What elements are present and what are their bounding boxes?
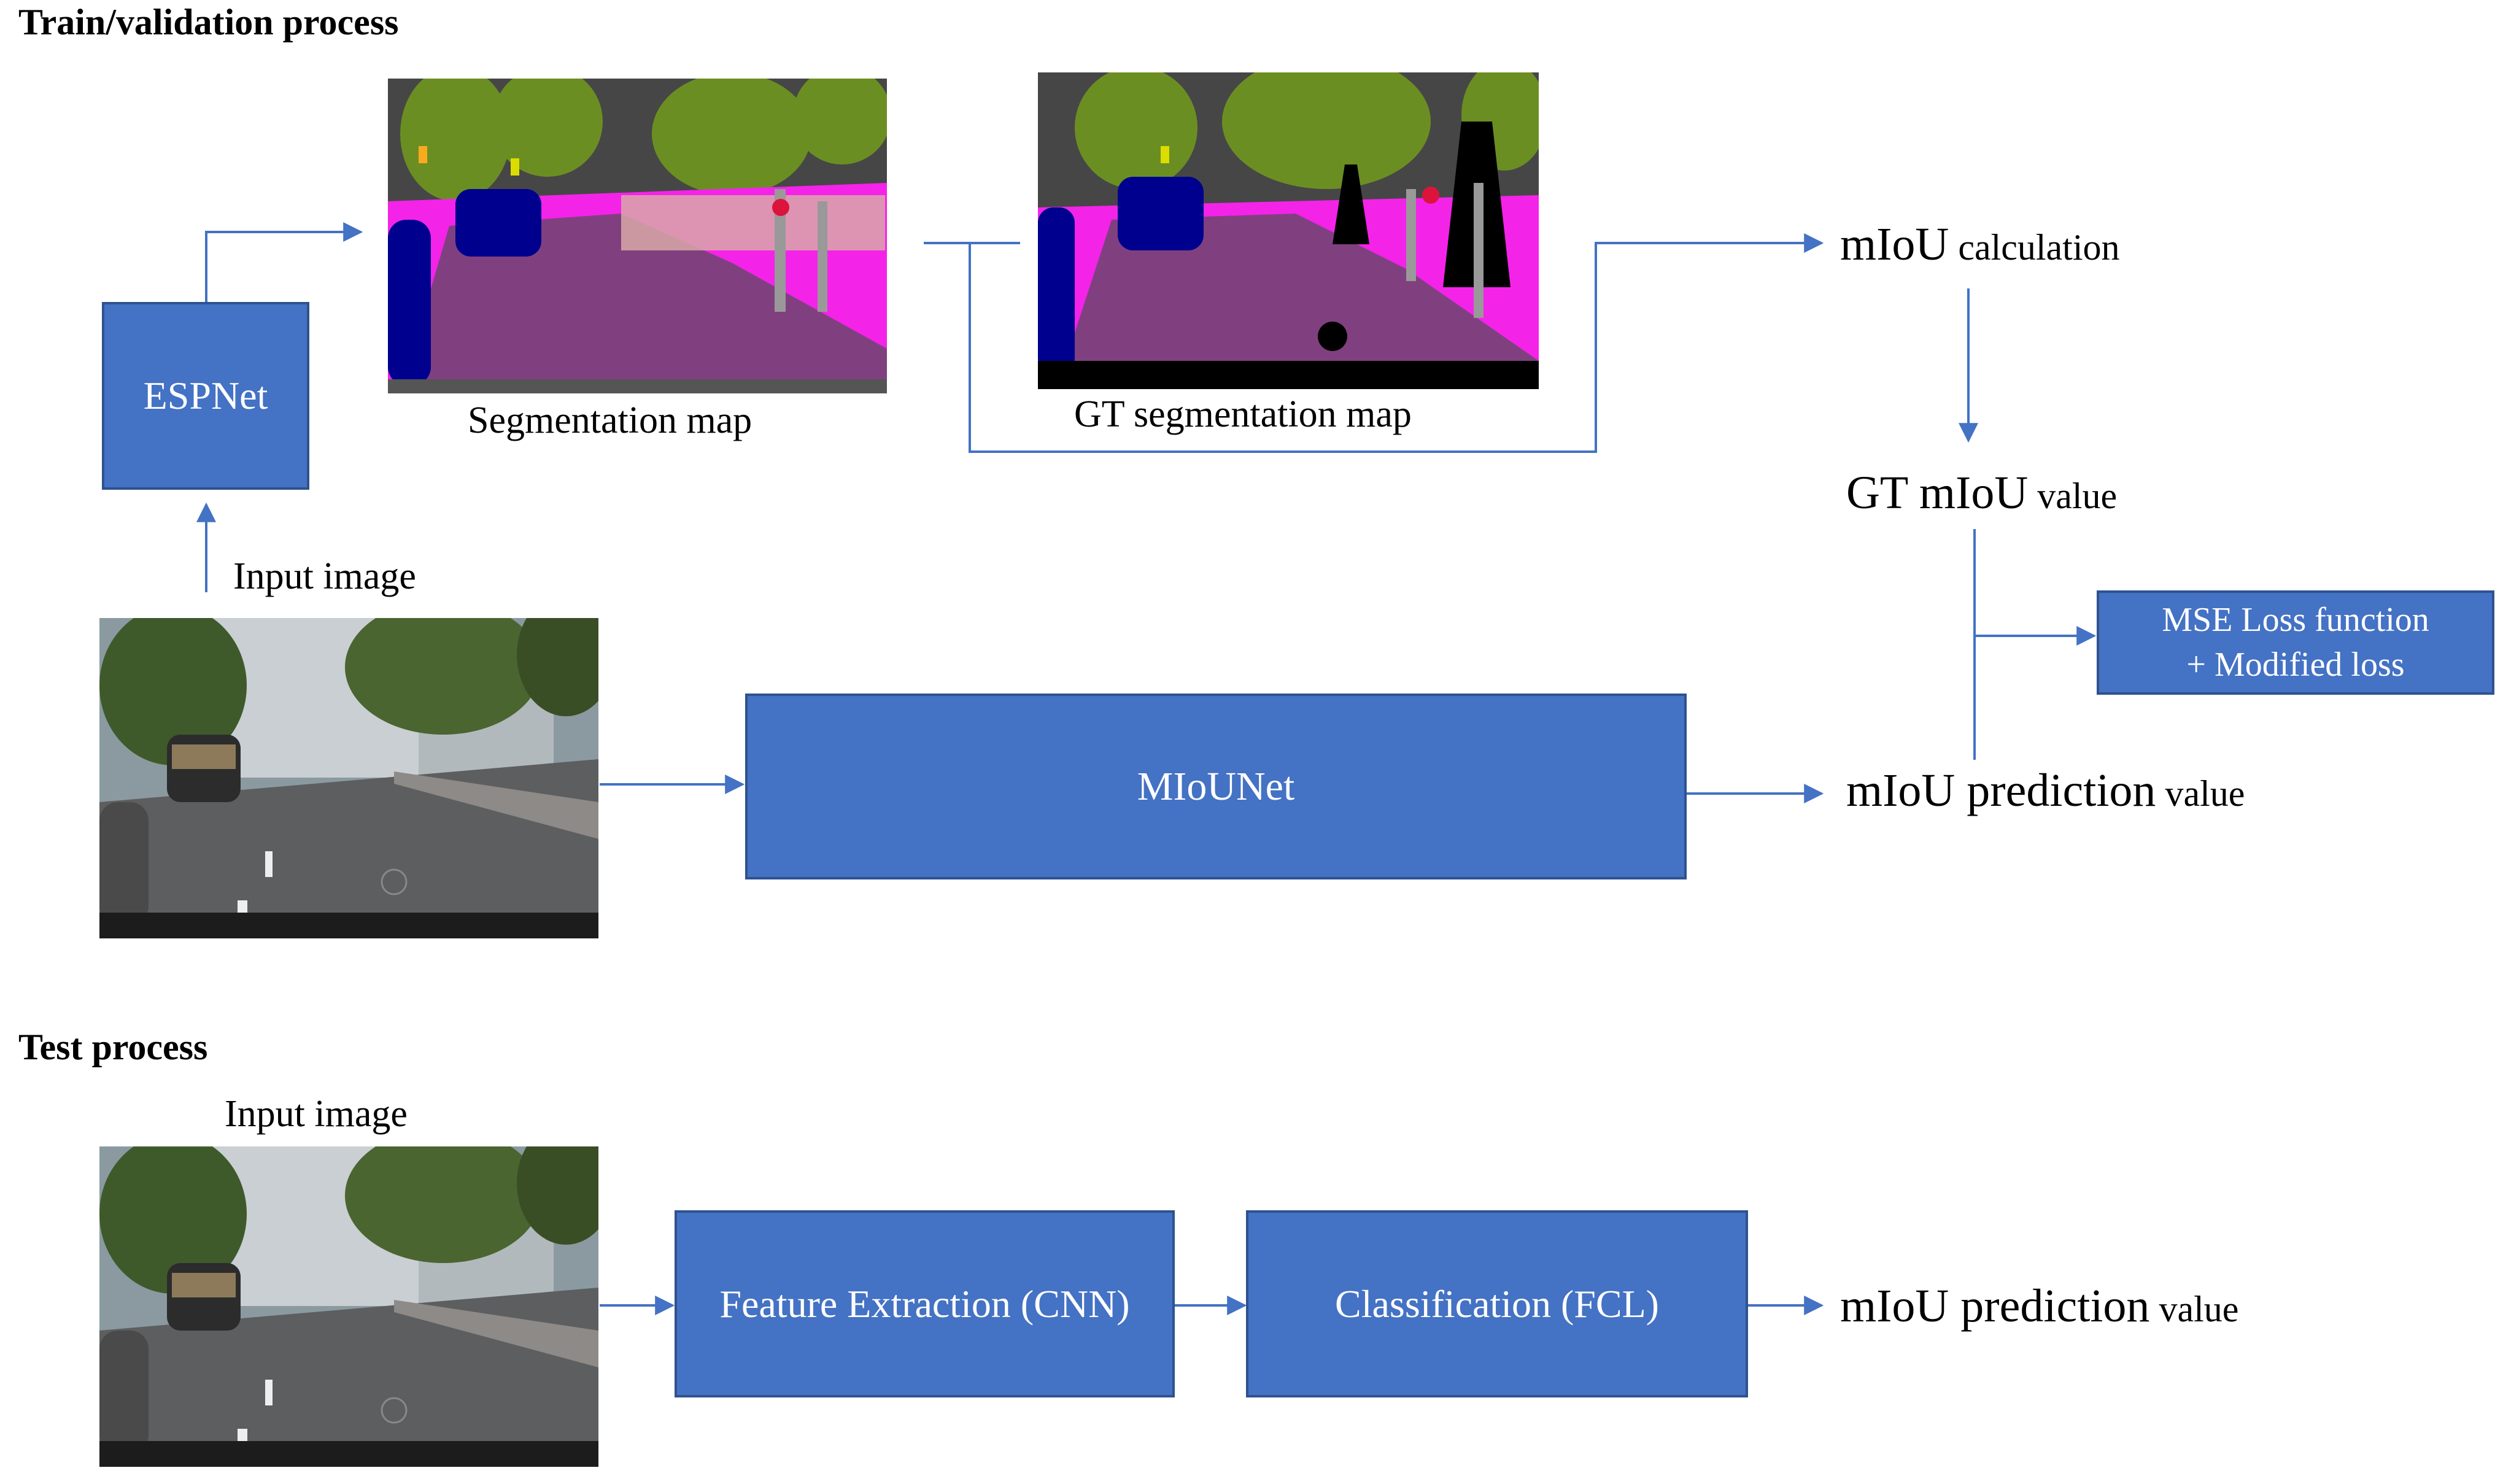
gt-segmentation-map-image [1038, 72, 1539, 389]
loss-function-line1: MSE Loss function [2162, 601, 2429, 640]
arrow-espnet-to-segmap [205, 222, 363, 302]
gt-segmentation-map-caption: GT segmentation map [1074, 393, 1412, 435]
espnet-box: ESPNet [102, 302, 309, 490]
feature-extraction-box: Feature Extraction (CNN) [675, 1210, 1175, 1397]
loss-function-line2: + Modified loss [2186, 646, 2405, 684]
arrow-to-miou-calc [969, 233, 1824, 453]
train-miou-prediction-main: mIoU prediction [1846, 765, 2156, 816]
gt-miou-value-label: GT mIoU value [1846, 466, 2117, 520]
miou-calculation-suffix: calculation [1949, 227, 2120, 268]
test-input-image-label: Input image [225, 1093, 408, 1135]
train-miou-prediction-label: mIoU prediction value [1846, 764, 2245, 817]
test-input-image [99, 1146, 598, 1467]
miou-calculation-label: mIoU calculation [1840, 218, 2120, 271]
train-input-image [99, 618, 598, 938]
test-miou-prediction-label: mIoU prediction value [1840, 1280, 2238, 1333]
gt-miou-suffix: value [2028, 476, 2118, 516]
miounet-box: MIoUNet [745, 694, 1687, 879]
classification-box: Classification (FCL) [1246, 1210, 1748, 1397]
test-process-heading: Test process [18, 1027, 208, 1067]
gt-miou-main: GT mIoU [1846, 467, 2029, 519]
segmentation-map-image [388, 79, 887, 393]
segmentation-map-caption: Segmentation map [468, 400, 752, 441]
miou-calculation-main: mIoU [1840, 218, 1949, 270]
train-process-heading: Train/validation process [18, 2, 399, 42]
test-miou-prediction-main: mIoU prediction [1840, 1280, 2150, 1332]
test-miou-prediction-suffix: value [2149, 1289, 2239, 1329]
train-miou-prediction-suffix: value [2156, 773, 2245, 814]
loss-function-box: MSE Loss function + Modified loss [2097, 590, 2494, 695]
train-input-image-label: Input image [233, 555, 416, 597]
